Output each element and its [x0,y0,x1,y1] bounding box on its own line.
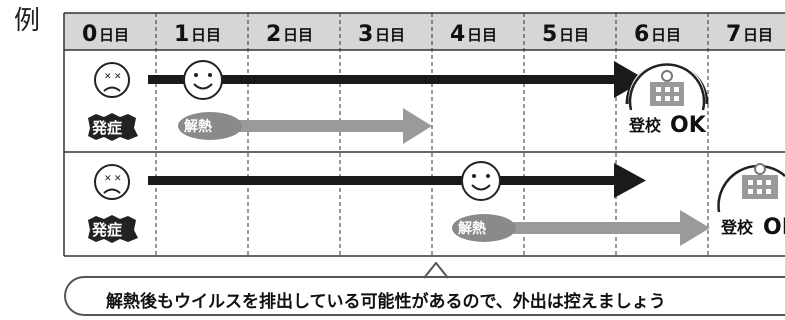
school-ok-label: 登校 [720,218,754,237]
school-ok-label: 登校 [628,116,662,135]
smile-face-icon [461,161,501,201]
day-4-number: 4 [450,22,465,47]
onset-label: 発症 [91,119,122,137]
row-case-2: ✕ ✕ 発症 解熱 [88,161,785,246]
svg-text:✕: ✕ [114,72,122,82]
example-label: 例 [14,6,41,36]
caution-note: 解熱後もウイルスを排出している可能性があるので、外出は控えましょう [64,276,785,316]
sad-face-icon: ✕ ✕ [94,164,130,200]
day-4-unit: 日目 [467,26,497,44]
row-case-1: ✕ ✕ 発症 解熱 [88,60,709,144]
day-7-unit: 日目 [743,26,773,44]
day-2-unit: 日目 [283,26,313,44]
post-fever-arrow: 解熱 [178,108,432,144]
school-ok-suffix: OK [670,113,707,138]
sad-face-icon: ✕ ✕ [94,62,130,98]
school-ok-suffix: OK [763,215,785,240]
day-1-unit: 日目 [191,26,221,44]
post-fever-arrow: 解熱 [452,210,710,246]
school-ok-icon: 登校 OK [717,163,785,240]
caution-note-text: 解熱後もウイルスを排出している可能性があるので、外出は控えましょう [106,292,666,312]
illness-period-arrow [148,61,646,98]
day-6-unit: 日目 [651,26,681,44]
day-6-number: 6 [634,22,649,47]
illness-period-arrow [148,163,646,198]
onset-label: 発症 [91,221,122,239]
day-3-number: 3 [358,22,373,47]
school-ok-icon: 登校 OK [625,61,709,139]
svg-text:✕: ✕ [104,174,112,184]
day-0-unit: 日目 [99,26,129,44]
day-3-unit: 日目 [375,26,405,44]
note-pointer [424,262,448,279]
day-1-number: 1 [174,22,189,47]
day-5-unit: 日目 [559,26,589,44]
day-5-number: 5 [542,22,557,47]
day-header-band [64,13,785,50]
day-7-number: 7 [726,22,741,47]
fever-down-label: 解熱 [458,220,486,237]
onset-badge: 発症 [88,113,138,141]
day-2-number: 2 [266,22,281,47]
smile-face-icon [183,60,223,100]
fever-down-label: 解熱 [184,118,212,135]
column-separators [155,13,709,256]
svg-text:✕: ✕ [114,174,122,184]
day-0-number: 0 [82,22,97,47]
onset-badge: 発症 [88,215,138,243]
svg-text:✕: ✕ [104,72,112,82]
